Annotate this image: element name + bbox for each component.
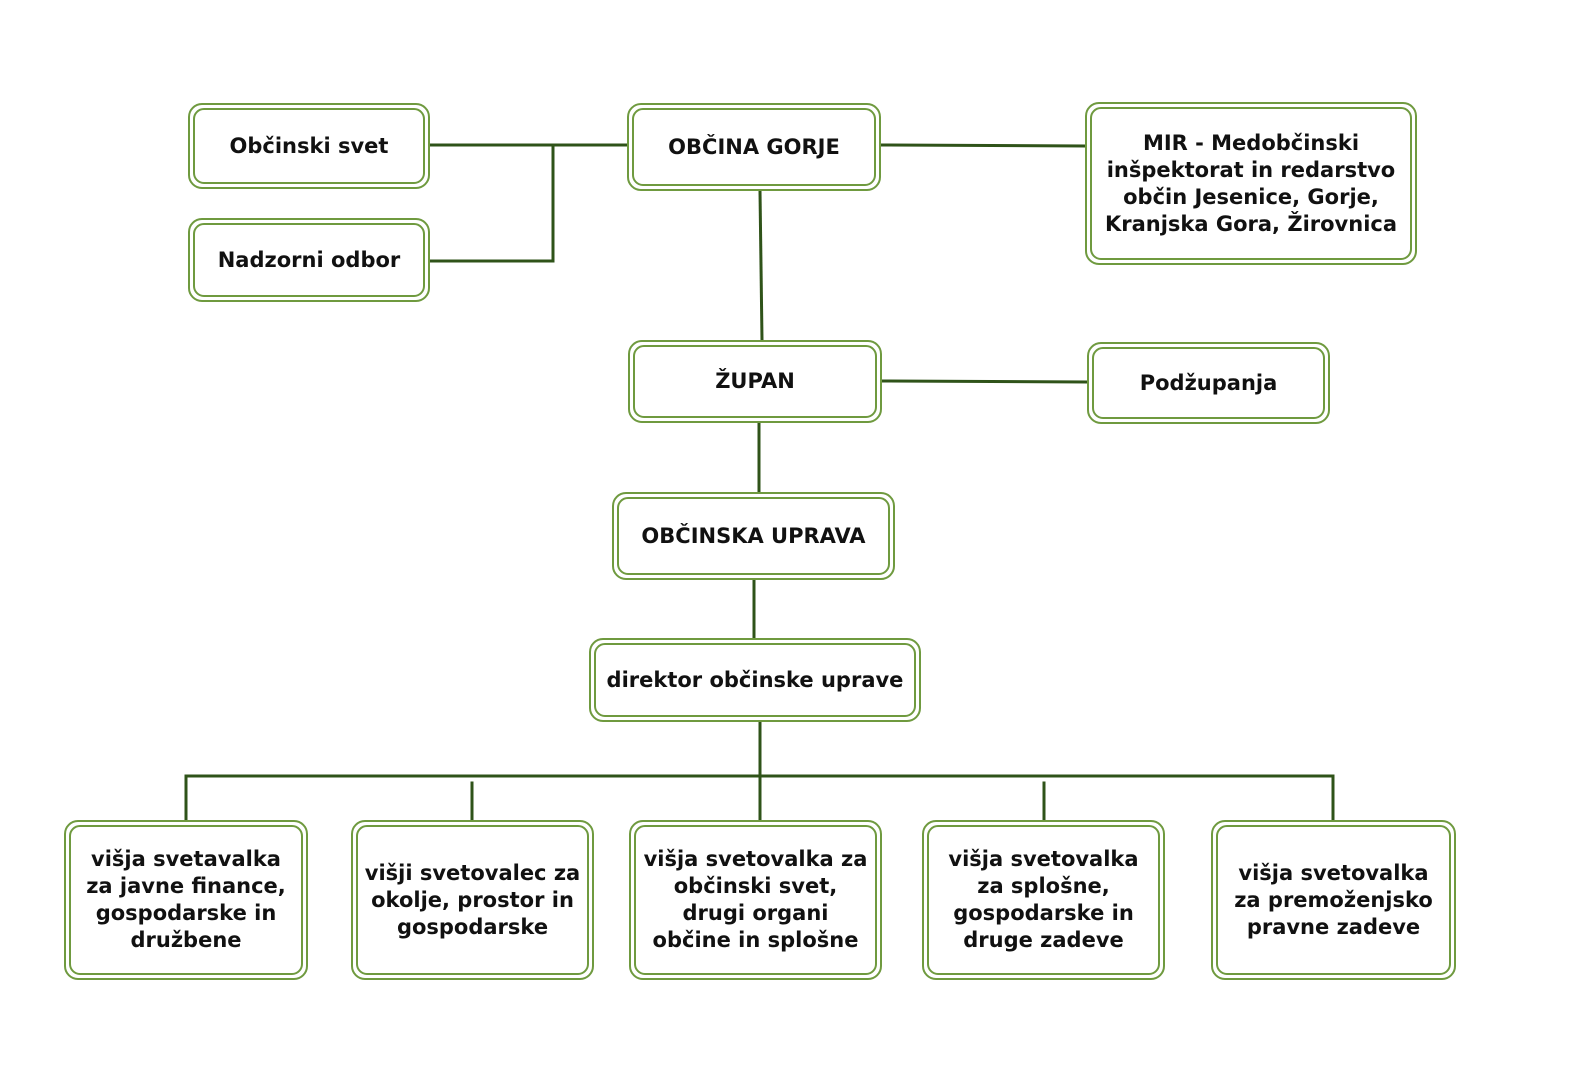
node-staff-3: višja svetovalka za občinski svet, drugi… — [629, 820, 882, 980]
connector-zupan-podzupanja — [880, 379, 1089, 384]
node-label: višja svetavalka za javne finance, gospo… — [86, 847, 286, 952]
node-podzupanja: Podžupanja — [1087, 342, 1330, 424]
node-zupan: ŽUPAN — [628, 340, 882, 423]
node-obcinska-uprava: OBČINSKA UPRAVA — [612, 492, 895, 580]
node-direktor: direktor občinske uprave — [589, 638, 921, 722]
node-mir-inspektorat: MIR - Medobčinski inšpektorat in redarst… — [1085, 102, 1417, 265]
node-label: Podžupanja — [1139, 370, 1278, 395]
node-obcinski-svet: Občinski svet — [188, 103, 430, 189]
node-label: višja svetovalka za splošne, gospodarske… — [948, 847, 1139, 952]
node-staff-4: višja svetovalka za splošne, gospodarske… — [922, 820, 1165, 980]
node-label: Občinski svet — [229, 133, 389, 158]
node-label: višja svetovalka za občinski svet, drugi… — [643, 847, 868, 952]
node-nadzorni-odbor: Nadzorni odbor — [188, 218, 430, 302]
node-label: Nadzorni odbor — [217, 247, 401, 272]
node-label: OBČINA GORJE — [668, 134, 840, 159]
node-label: direktor občinske uprave — [606, 667, 904, 692]
connector-obcina-mir — [879, 143, 1087, 148]
node-label: OBČINSKA UPRAVA — [641, 523, 866, 548]
node-staff-2: višji svetovalec za okolje, prostor in g… — [351, 820, 594, 980]
node-staff-1: višja svetavalka za javne finance, gospo… — [64, 820, 308, 980]
node-label: višja svetovalka za premoženjsko pravne … — [1234, 860, 1433, 939]
node-obcina-gorje: OBČINA GORJE — [627, 103, 881, 191]
node-label: višji svetovalec za okolje, prostor in g… — [364, 860, 581, 939]
node-label: ŽUPAN — [715, 369, 795, 393]
connector-obcina-zupan — [758, 189, 764, 342]
node-staff-5: višja svetovalka za premoženjsko pravne … — [1211, 820, 1456, 980]
node-label: MIR - Medobčinski inšpektorat in redarst… — [1104, 130, 1398, 236]
